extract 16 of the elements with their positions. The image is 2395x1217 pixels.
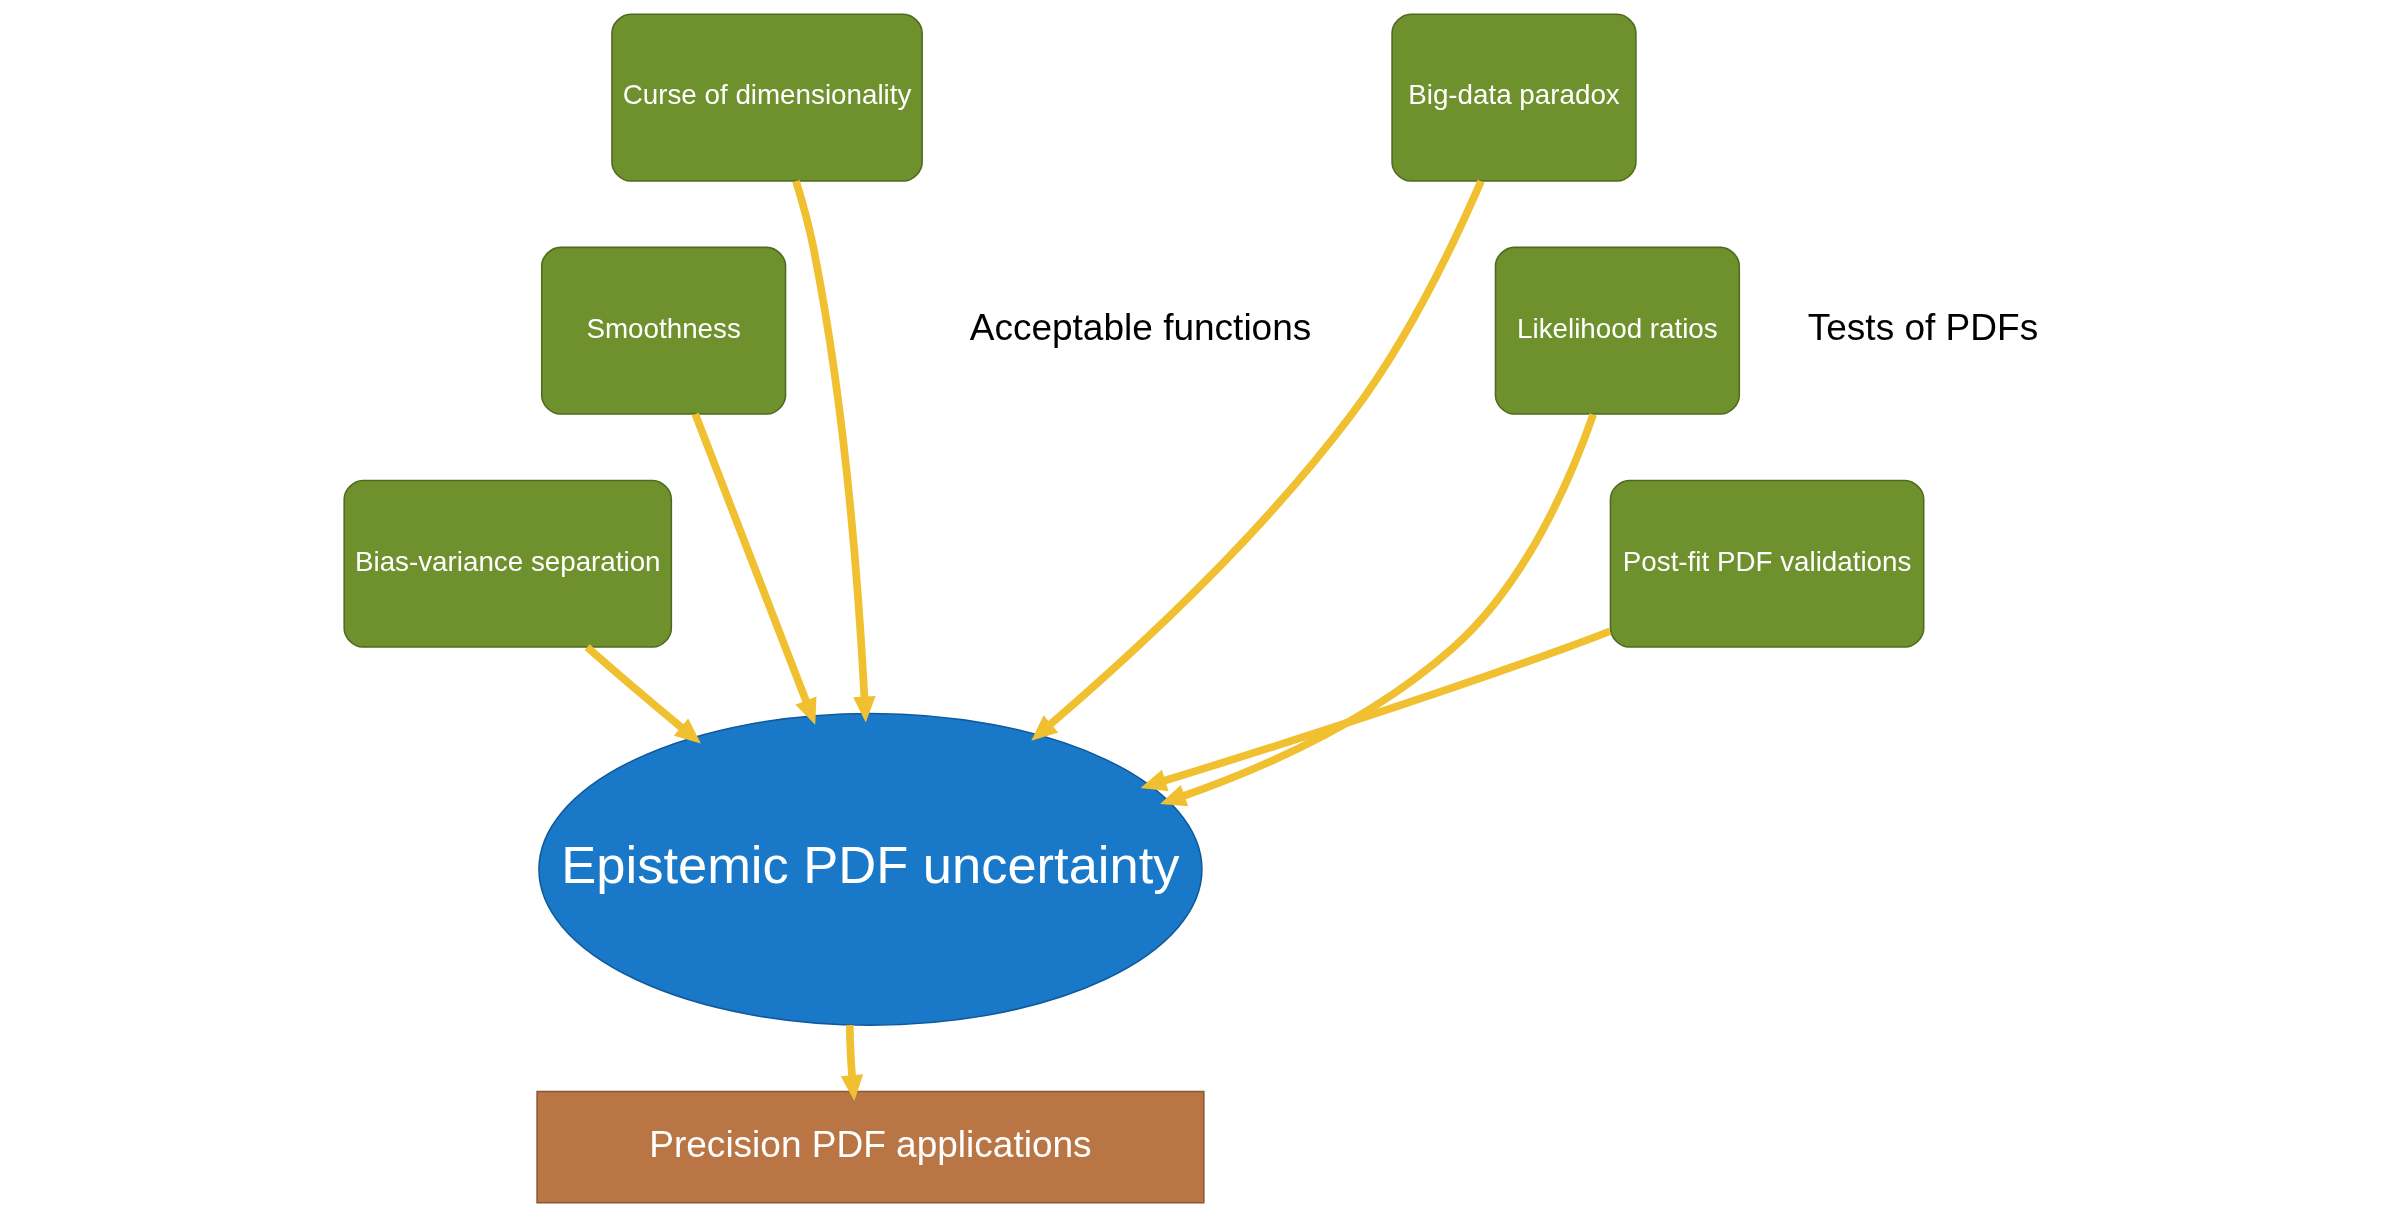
node-box: Curse of dimensionality <box>610 13 923 182</box>
arrow <box>840 1025 863 1101</box>
arrow <box>1030 179 1485 741</box>
node-box: Bias-variance separation <box>342 479 672 648</box>
arrow <box>1140 627 1611 792</box>
arrow <box>584 644 701 744</box>
node-box: Likelihood ratios <box>1494 246 1740 415</box>
node-box: Smoothness <box>540 246 786 415</box>
node-box: Precision PDF applications <box>535 1090 1205 1204</box>
label: Acceptable functions <box>969 306 1311 349</box>
node-box: Post-fit PDF validations <box>1609 479 1924 648</box>
label: Tests of PDFs <box>1807 306 2038 349</box>
arrow <box>691 412 816 725</box>
node-box: Big-data paradox <box>1390 13 1637 182</box>
arrow <box>1159 413 1597 807</box>
arrow <box>791 179 876 723</box>
